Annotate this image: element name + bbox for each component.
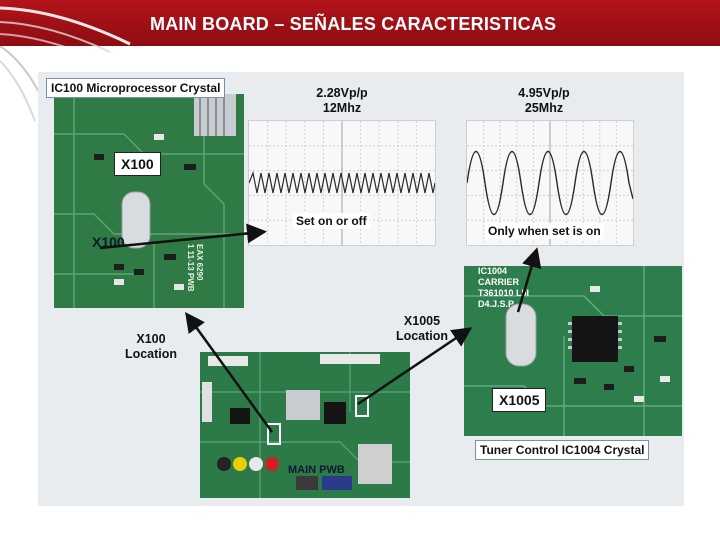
header-swoosh-graphic (0, 6, 131, 57)
oscilloscope-right: Only when set is on (466, 120, 634, 246)
x1005-tag: X1005 (492, 388, 547, 412)
slide-header: MAIN BOARD – SEÑALES CARACTERISTICAS (0, 0, 720, 57)
x100-tag: X100 (114, 152, 161, 176)
slide-title: MAIN BOARD – SEÑALES CARACTERISTICAS (150, 14, 557, 34)
scope-right-amplitude: 4.95Vp/p (518, 86, 570, 100)
main-pwb-label: MAIN PWB (288, 464, 345, 476)
scope-right-frequency: 25Mhz (524, 101, 564, 115)
x100-location-caption: X100 Location (124, 332, 178, 361)
main-board-photo: MAIN PWB (200, 352, 410, 498)
ic100-crystal-label: IC100 Microprocessor Crystal (46, 78, 226, 98)
scope-right-note: Only when set is on (485, 223, 604, 239)
pcb-closeup-x100: EAX 6290 1 11-13 PWB X100 (54, 94, 244, 308)
oscilloscope-left: Set on or off (248, 120, 436, 246)
scope-left-amplitude: 2.28Vp/p (316, 86, 368, 100)
scope-left-frequency: 12Mhz (322, 101, 362, 115)
x1005-location-caption: X1005 Location (395, 314, 449, 343)
ic1004-crystal-label: Tuner Control IC1004 Crystal (475, 440, 650, 460)
scope-left-note: Set on or off (293, 213, 370, 229)
